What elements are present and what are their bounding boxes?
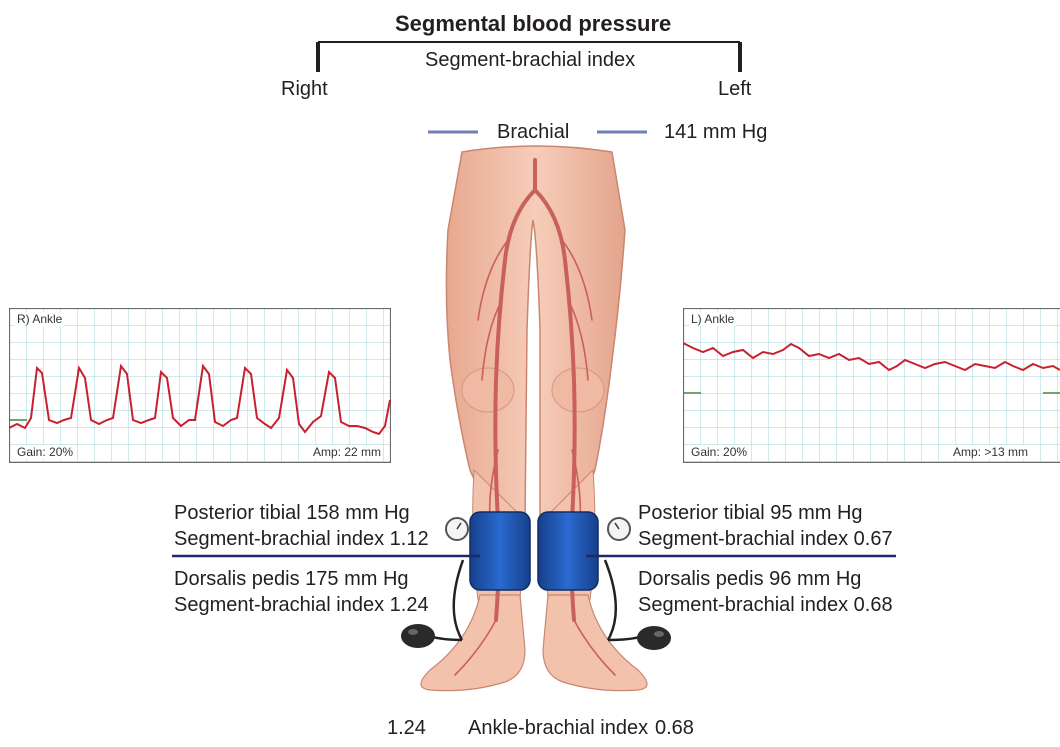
- pressure-gauge-icon: [444, 516, 470, 542]
- left-panel-title: L) Ankle: [689, 312, 736, 326]
- left-dorsalis-pedis-pressure: Dorsalis pedis 96 mm Hg: [638, 569, 861, 589]
- left-posterior-tibial-pressure: Posterior tibial 95 mm Hg: [638, 503, 863, 523]
- right-dorsalis-pedis-pressure: Dorsalis pedis 175 mm Hg: [174, 569, 409, 589]
- right-cuff: [470, 512, 530, 590]
- left-panel-gain: Gain: 20%: [689, 445, 749, 459]
- left-panel-amp: Amp: >13 mm: [951, 445, 1030, 459]
- abi-label: Ankle-brachial index: [468, 718, 648, 738]
- right-panel-gain: Gain: 20%: [15, 445, 75, 459]
- bulb-pump-icon: [400, 622, 440, 650]
- legs-shape: [446, 146, 625, 520]
- right-panel-title: R) Ankle: [15, 312, 64, 326]
- left-ankle-waveform-panel: L) Ankle Gain: 20% Amp: >13 mm: [683, 308, 1060, 463]
- right-abi-value: 1.24: [387, 718, 426, 738]
- right-posterior-tibial-index: Segment-brachial index 1.12: [174, 529, 429, 549]
- right-dorsalis-pedis-index: Segment-brachial index 1.24: [174, 595, 429, 615]
- left-dorsalis-pedis-index: Segment-brachial index 0.68: [638, 595, 893, 615]
- right-posterior-tibial-pressure: Posterior tibial 158 mm Hg: [174, 503, 410, 523]
- left-cuff: [538, 512, 598, 590]
- pressure-gauge-icon: [606, 516, 632, 542]
- right-panel-amp: Amp: 22 mm: [311, 445, 383, 459]
- left-posterior-tibial-index: Segment-brachial index 0.67: [638, 529, 893, 549]
- left-abi-value: 0.68: [655, 718, 694, 738]
- bulb-pump-icon: [632, 624, 672, 652]
- right-ankle-waveform-panel: R) Ankle Gain: 20% Amp: 22 mm: [9, 308, 391, 463]
